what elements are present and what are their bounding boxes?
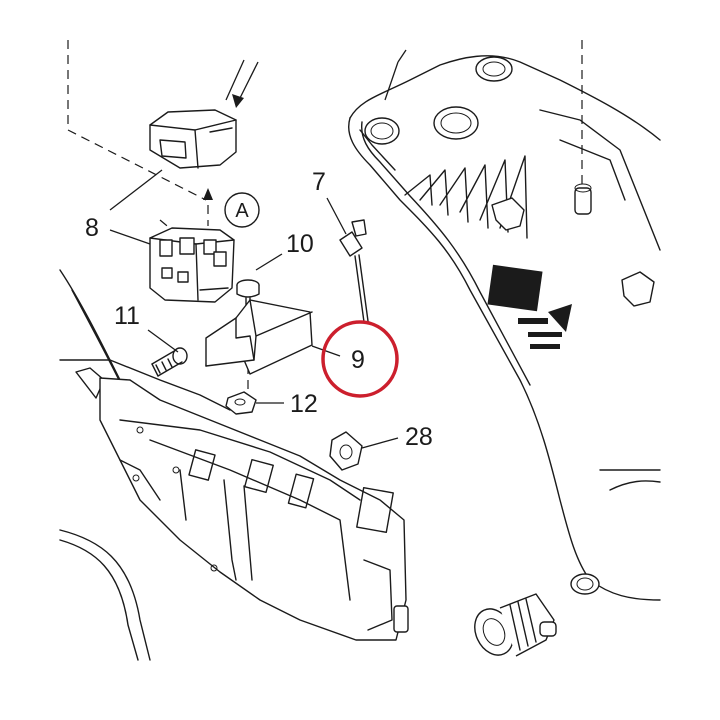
warning-label-grid: [487, 264, 543, 312]
direction-a-arrow: [203, 188, 213, 226]
part-12-clip-nut: [225, 391, 257, 415]
lower-frame-assembly: [59, 269, 409, 641]
bottom-left-edge: [59, 529, 151, 661]
part-9-bracket: [205, 299, 313, 375]
callout-11: 11: [114, 302, 140, 330]
round-connector: [474, 593, 557, 657]
callout-12: 12: [290, 390, 318, 418]
callout-9: 9: [351, 346, 365, 374]
callout-7: 7: [312, 168, 326, 196]
part-7-cable-tie: [339, 219, 370, 323]
leader-lines: [109, 49, 407, 449]
callout-a-circle: [224, 192, 260, 228]
part-11-bolt: [151, 347, 188, 377]
callout-a: A: [235, 200, 249, 222]
callout-10: 10: [286, 230, 314, 258]
part-8-relay-cover: [149, 109, 237, 169]
arrow-from-top: [225, 59, 259, 108]
relay-block: [149, 227, 235, 303]
callout-8: 8: [85, 214, 99, 242]
callout-28: 28: [405, 423, 433, 451]
rear-housing-panel: [348, 55, 661, 601]
part-28-grommet: [329, 431, 363, 471]
highlight-circle-part-9: [321, 320, 399, 398]
